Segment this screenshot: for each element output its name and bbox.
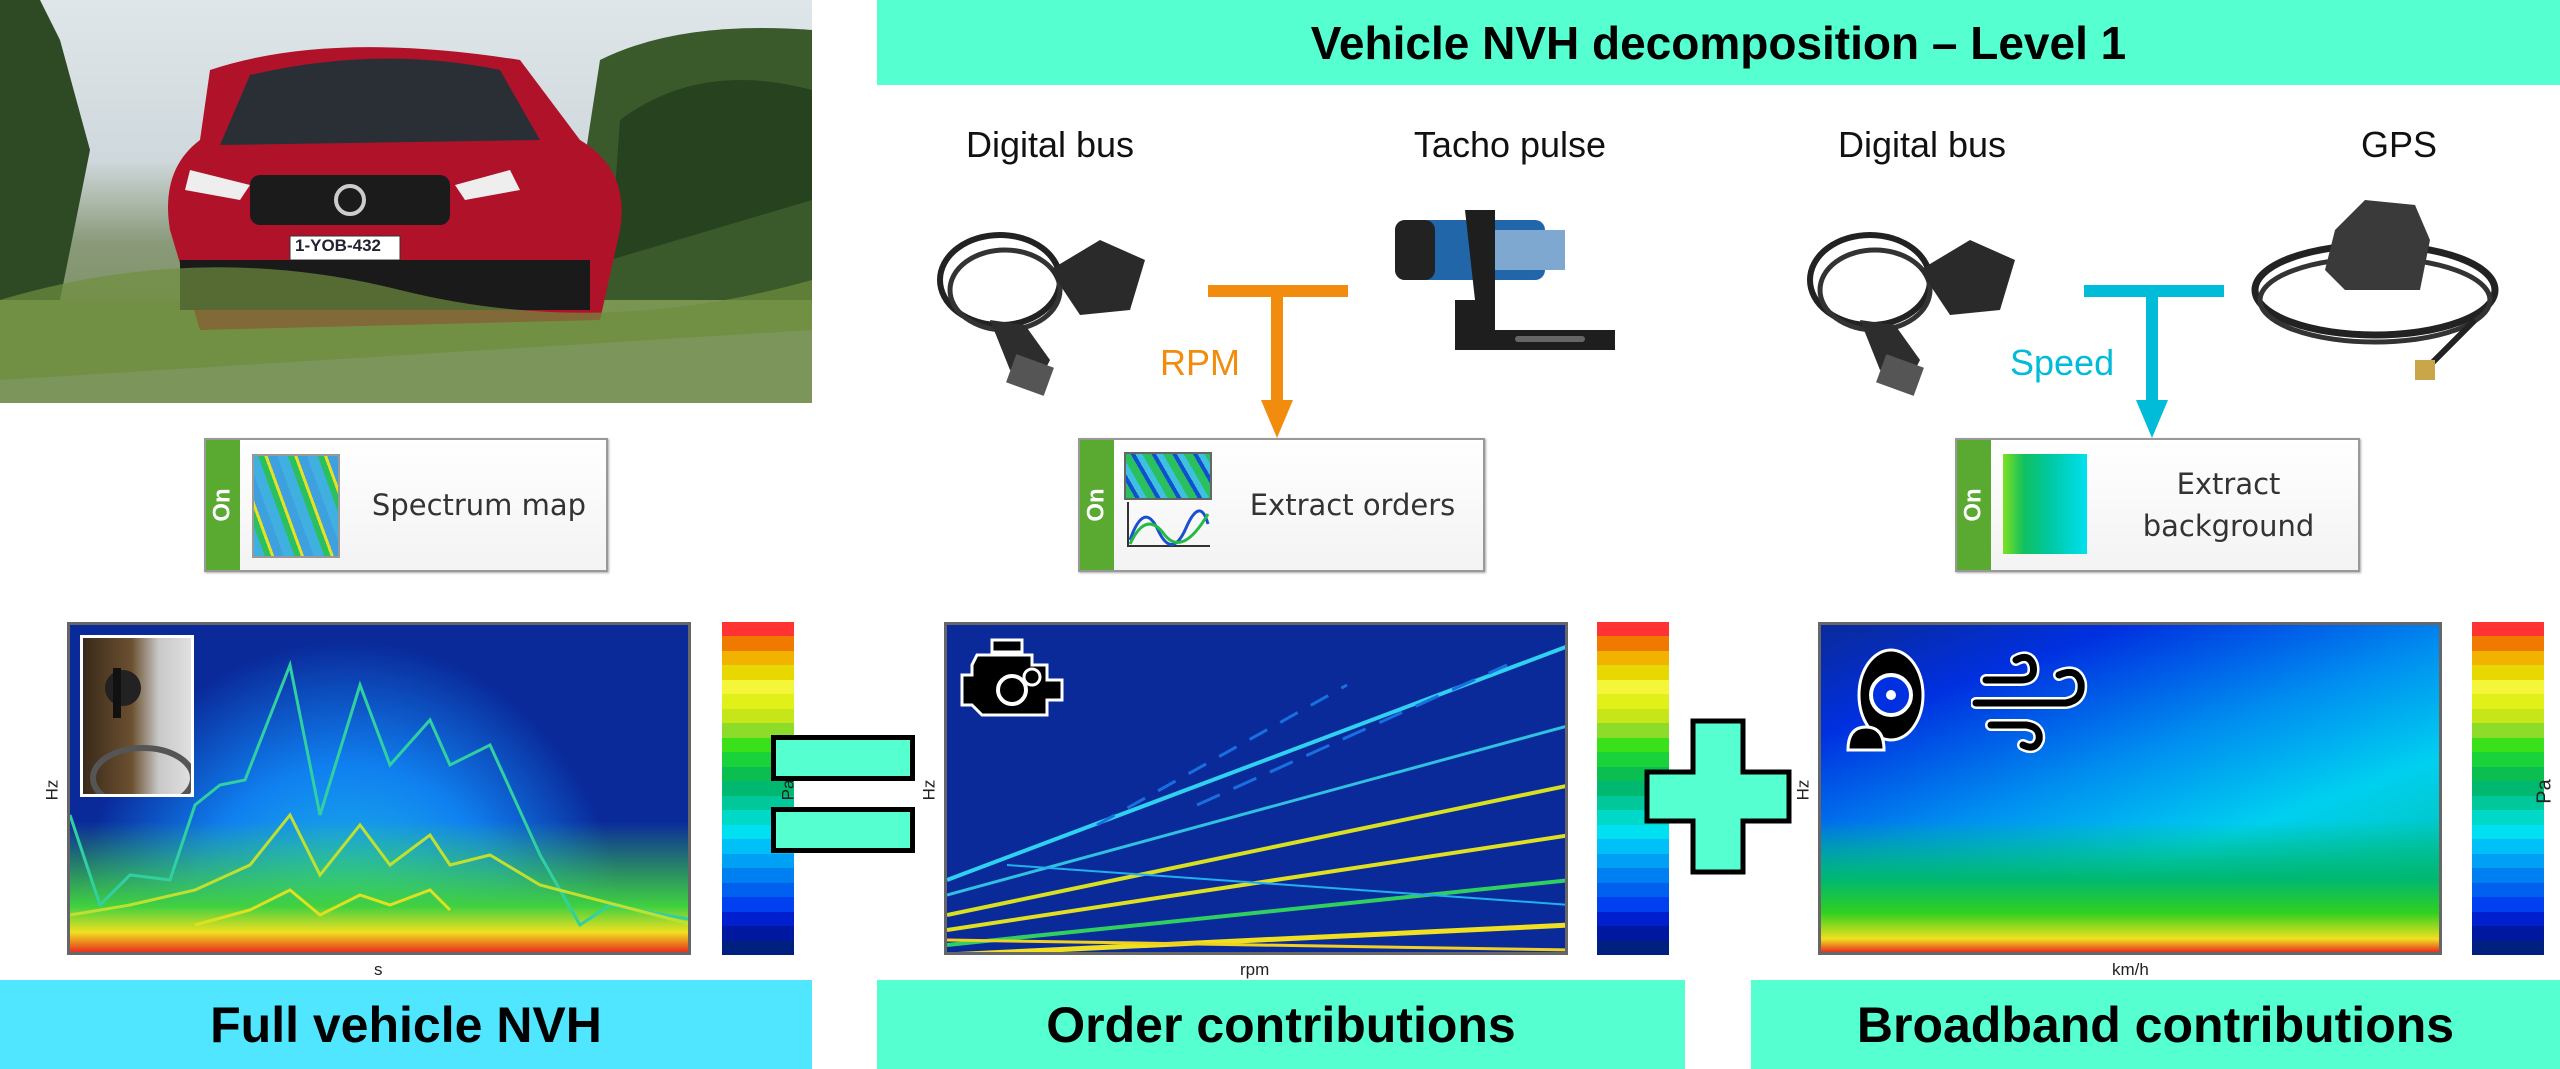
y-axis-label: Hz	[919, 779, 939, 801]
spectrum-map-button[interactable]: On Spectrum map	[204, 438, 608, 572]
extract-orders-icon	[1124, 452, 1212, 558]
source-label-gps: GPS	[2360, 124, 2438, 165]
y-axis-label: Hz	[1793, 779, 1813, 801]
order-trace	[70, 659, 688, 928]
obd-cable-icon	[1807, 232, 2015, 396]
engine-icon	[960, 638, 1064, 717]
on-toggle[interactable]: On	[206, 440, 240, 570]
rpm-signal-label: RPM	[1160, 342, 1240, 383]
broadband-contributions-spectrogram	[1818, 622, 2442, 955]
tacho-sensor-icon	[1395, 210, 1615, 350]
equals-sign-top	[771, 735, 915, 781]
y-axis-label: Hz	[42, 779, 62, 801]
speed-arrow	[2084, 285, 2224, 438]
colorbar	[2472, 622, 2544, 956]
on-toggle[interactable]: On	[1957, 440, 1991, 570]
diagram-title: Vehicle NVH decomposition – Level 1	[877, 0, 2560, 85]
obd-cable-icon	[937, 232, 1145, 396]
spectrum-map-icon	[252, 454, 340, 558]
full-vehicle-nvh-label: Full vehicle NVH	[0, 980, 812, 1069]
wind-icon	[1971, 651, 2088, 754]
speed-signal-label: Speed	[2010, 342, 2115, 383]
toggle-label: On	[1959, 488, 1987, 522]
x-axis-label: rpm	[1240, 960, 1270, 979]
car-photo: 1-YOB-432	[0, 0, 812, 403]
order-contributions-label: Order contributions	[877, 980, 1685, 1069]
order-contributions-spectrogram	[944, 622, 1568, 955]
button-label: Extract background	[2142, 466, 2315, 543]
license-plate: 1-YOB-432	[295, 236, 381, 255]
x-axis-label: s	[374, 960, 383, 979]
colorbar-label: Pa	[778, 779, 798, 801]
source-label-tacho-pulse: Tacho pulse	[1413, 124, 1607, 165]
order-lines	[947, 645, 1565, 952]
rpm-arrow	[1208, 285, 1348, 438]
source-label-digital-bus-2: Digital bus	[1837, 124, 2007, 165]
toggle-label: On	[1082, 488, 1110, 522]
extract-background-button[interactable]: On Extract background	[1955, 438, 2360, 572]
colorbar	[722, 622, 794, 956]
equals-sign-bottom	[771, 807, 915, 853]
extract-orders-button[interactable]: On Extract orders	[1078, 438, 1485, 572]
button-label: Extract orders	[1249, 487, 1456, 522]
driver-inset-photo	[80, 635, 196, 811]
full-vehicle-spectrogram	[67, 622, 691, 955]
extract-background-icon	[2003, 454, 2087, 554]
tire-icon	[1846, 648, 1925, 752]
plus-sign	[1644, 718, 1792, 875]
colorbar-label: Pa	[2533, 779, 2556, 804]
on-toggle[interactable]: On	[1080, 440, 1114, 570]
source-label-digital-bus-1: Digital bus	[965, 124, 1135, 165]
button-label: Spectrum map	[371, 487, 587, 522]
broadband-contributions-label: Broadband contributions	[1751, 980, 2560, 1069]
gps-antenna-icon	[2251, 200, 2499, 380]
order-trace	[70, 812, 688, 925]
x-axis-label: km/h	[2112, 960, 2149, 979]
toggle-label: On	[208, 488, 236, 522]
order-trace	[194, 888, 452, 927]
